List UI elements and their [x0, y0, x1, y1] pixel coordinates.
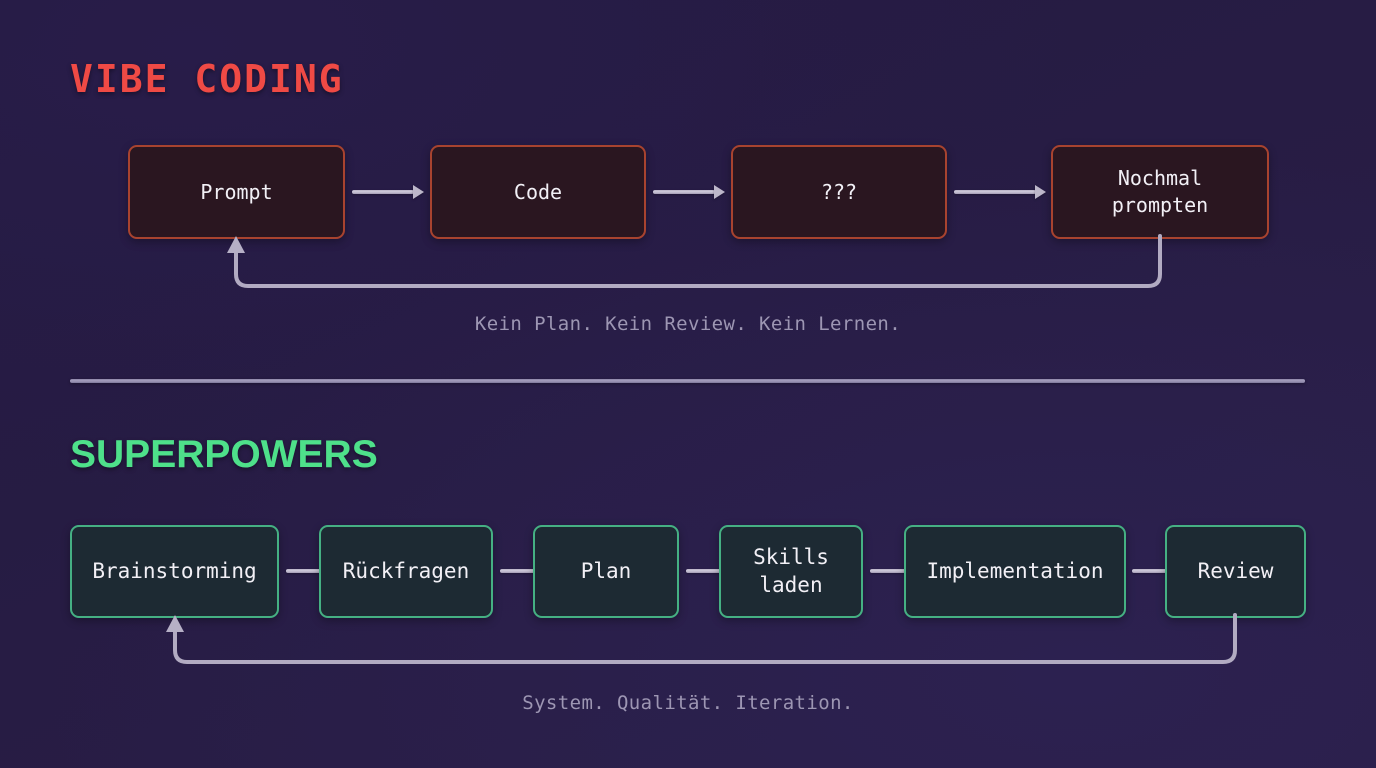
caption-vibe-coding: Kein Plan. Kein Review. Kein Lernen.	[474, 313, 902, 335]
arrow-code-to-unknown	[653, 185, 725, 199]
flow-node-nochmal-prompten[interactable]: Nochmal prompten	[1051, 145, 1269, 239]
arrow-prompt-to-code	[352, 185, 424, 199]
flow-node-skills-laden[interactable]: Skills laden	[719, 525, 863, 618]
flow-node-brainstorming[interactable]: Brainstorming	[70, 525, 279, 618]
flow-node-plan[interactable]: Plan	[533, 525, 679, 618]
flow-node-review[interactable]: Review	[1165, 525, 1306, 618]
caption-superpowers: System. Qualität. Iteration.	[522, 692, 854, 714]
section-divider	[70, 379, 1305, 383]
flow-node-unknown[interactable]: ???	[731, 145, 947, 239]
arrow-unknown-to-reprompt	[954, 185, 1046, 199]
feedback-loop-superpowers	[162, 613, 1247, 675]
feedback-loop-vibe-coding	[222, 234, 1172, 298]
flow-node-implementation[interactable]: Implementation	[904, 525, 1126, 618]
flow-node-rueckfragen[interactable]: Rückfragen	[319, 525, 493, 618]
section-title-vibe-coding: VIBE CODING	[70, 57, 344, 101]
flow-node-code[interactable]: Code	[430, 145, 646, 239]
section-title-superpowers: SUPERPOWERS	[70, 433, 378, 476]
flow-node-prompt[interactable]: Prompt	[128, 145, 345, 239]
